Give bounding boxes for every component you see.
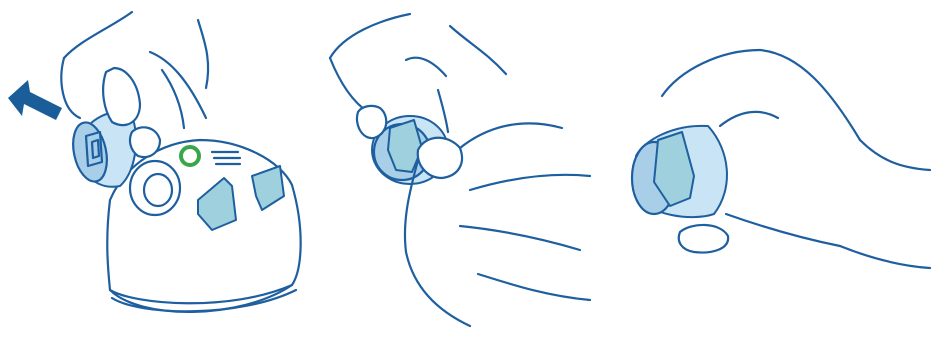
step-2-illustration (310, 0, 610, 349)
step-1-illustration (0, 0, 310, 349)
cap (632, 126, 727, 217)
dome-body (107, 140, 300, 312)
hold-cap-with-pad-illustration (610, 0, 933, 349)
remove-cap-illustration (0, 0, 310, 349)
peel-adhesive-pad-illustration (310, 0, 610, 349)
pull-arrow-icon (8, 80, 62, 120)
lower-hand (405, 123, 590, 326)
sensor-boss (130, 161, 180, 215)
step-3-illustration (610, 0, 933, 349)
